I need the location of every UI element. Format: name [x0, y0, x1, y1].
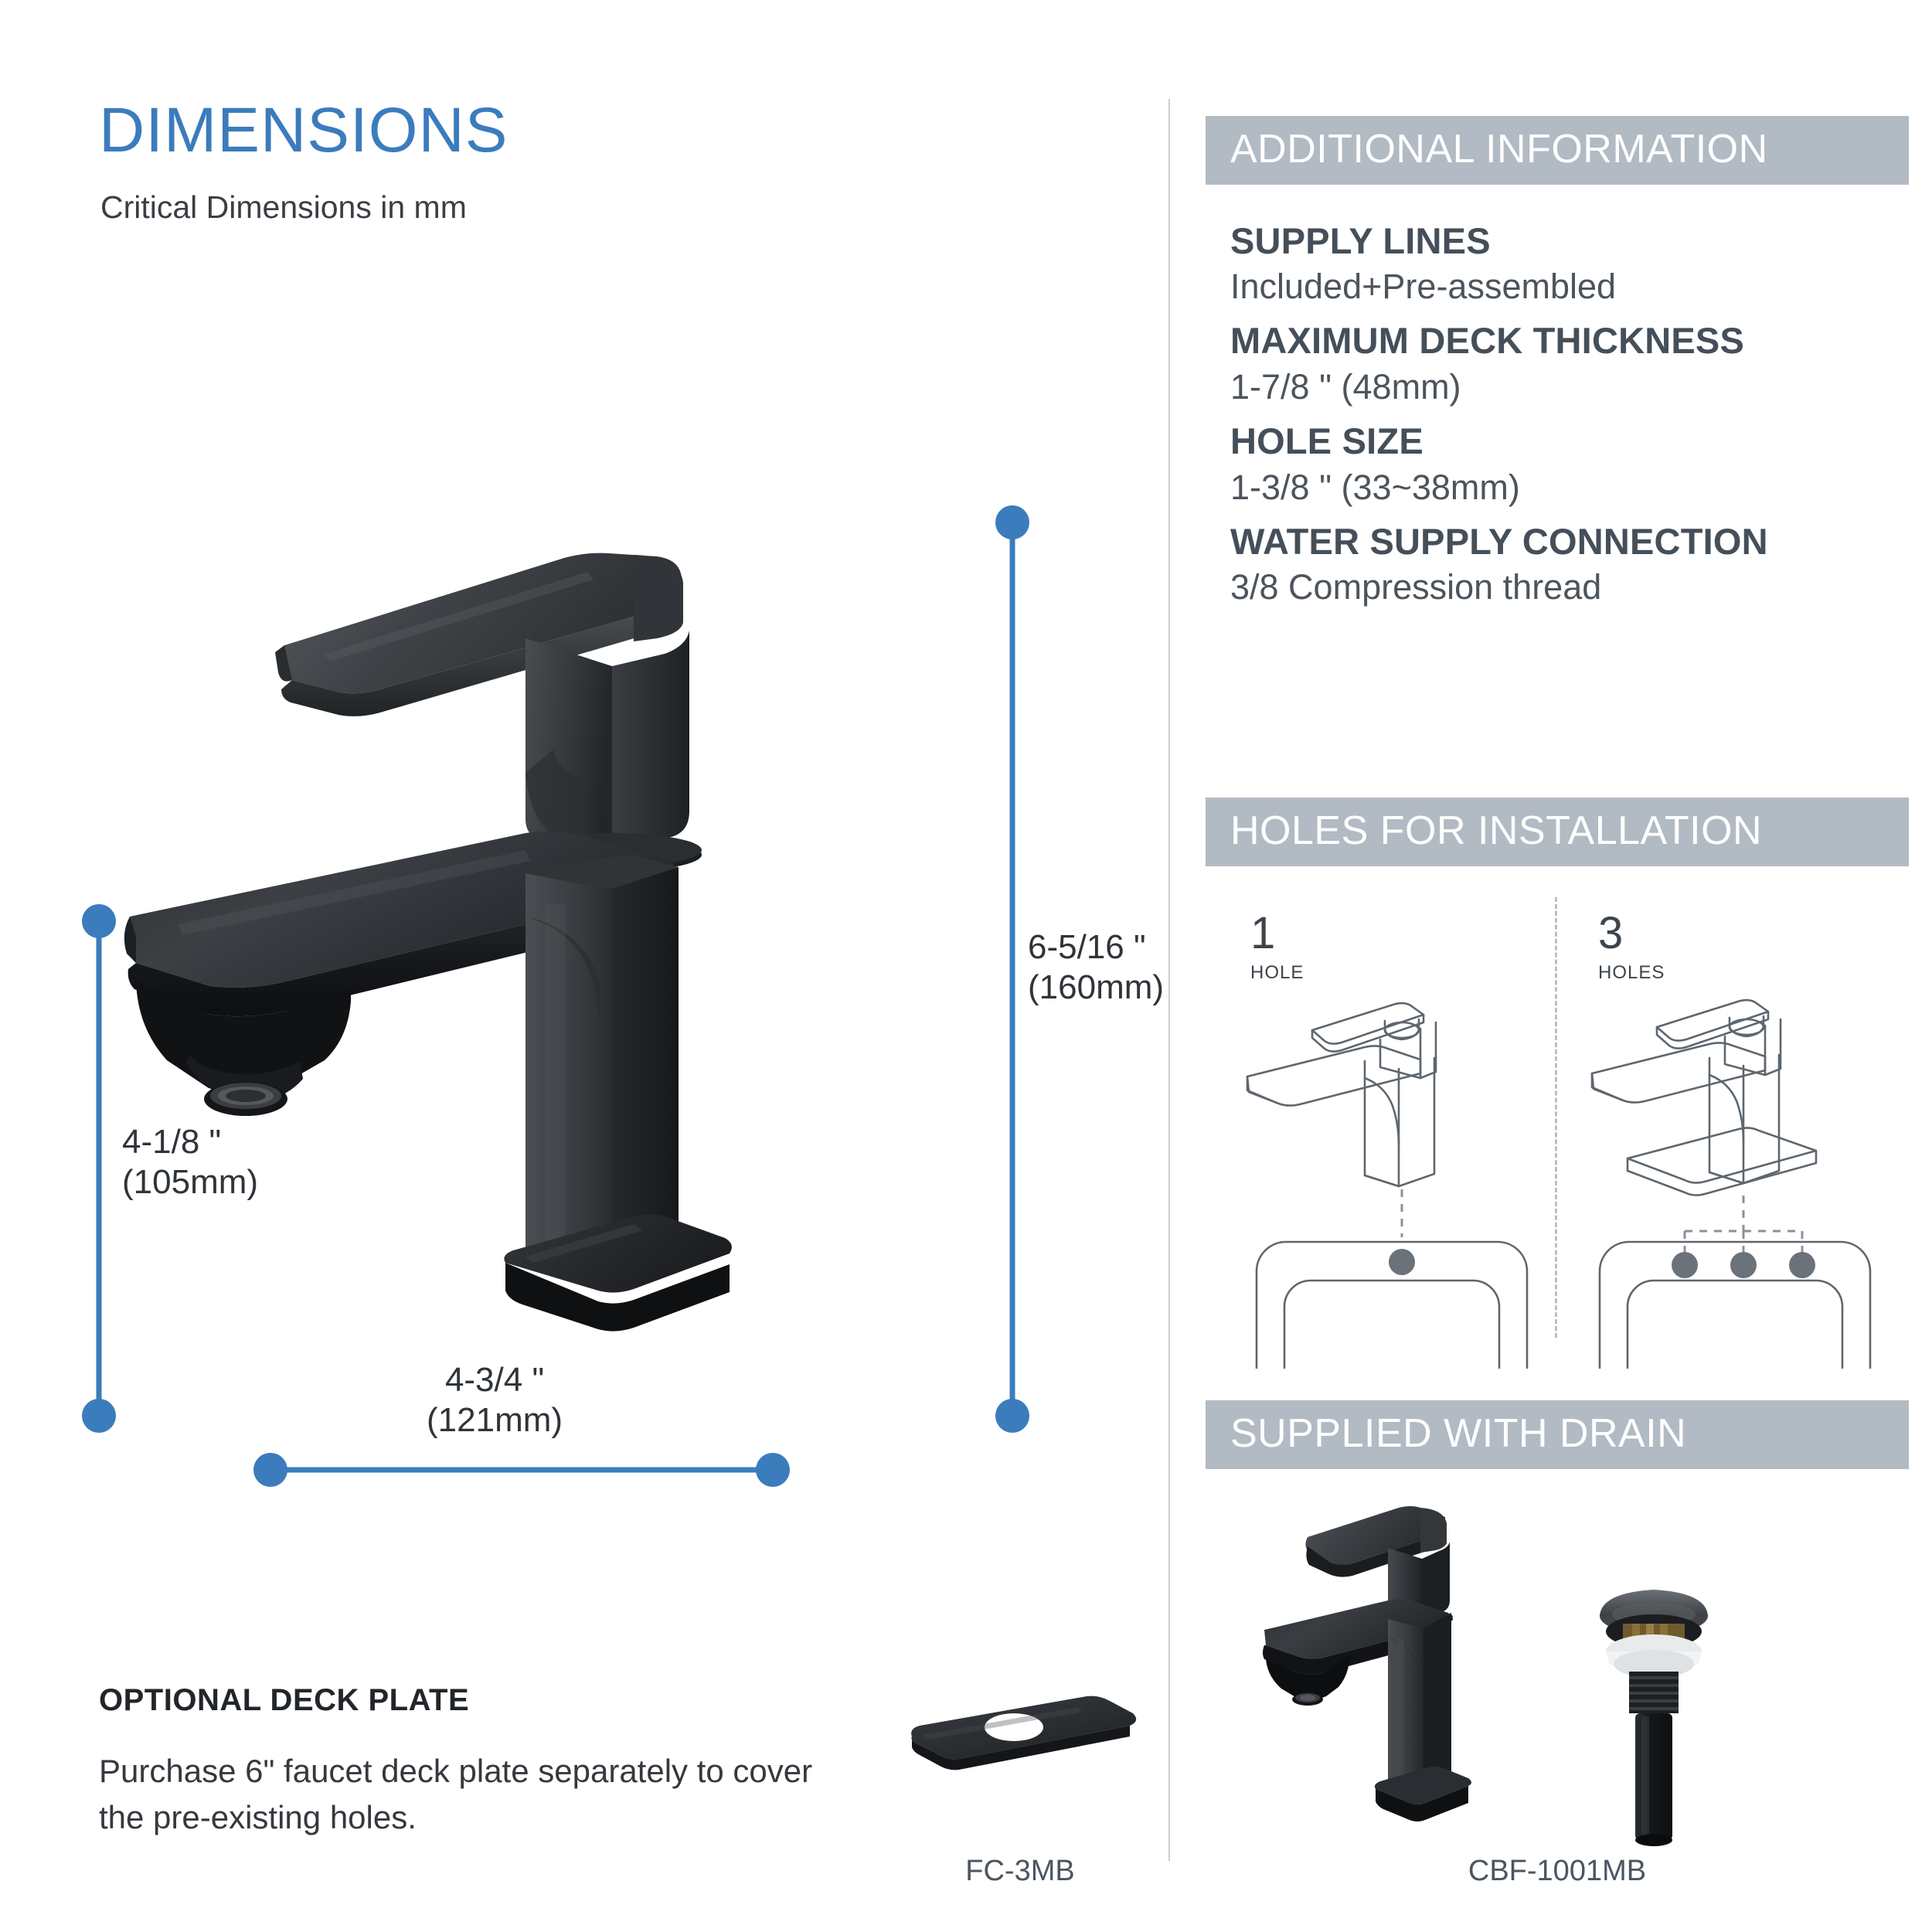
page-title: DIMENSIONS	[99, 95, 509, 165]
hole-variant-triple: 3 HOLES	[1561, 866, 1893, 1436]
hole-variant-single: 1 HOLE	[1213, 866, 1546, 1436]
optional-deck-plate-heading: OPTIONAL DECK PLATE	[99, 1683, 470, 1717]
panel-divider	[1168, 99, 1170, 1861]
faucet-base-edge	[505, 1263, 730, 1332]
holes-for-installation-banner: HOLES FOR INSTALLATION	[1206, 798, 1909, 866]
faucet-column-side	[612, 867, 679, 1286]
height-dimension-label: 6-5/16 " (160mm)	[1028, 927, 1164, 1008]
additional-information-section: ADDITIONAL INFORMATION SUPPLY LINES Incl…	[1206, 116, 1909, 607]
install-guide-lines	[1683, 1195, 1804, 1254]
drain-model-label: CBF-1001MB	[1468, 1855, 1647, 1887]
height-dimension-endpoint-top	[995, 505, 1029, 539]
additional-information-banner: ADDITIONAL INFORMATION	[1206, 116, 1909, 185]
spec-label-hole-size: HOLE SIZE	[1230, 420, 1423, 462]
faucet-base-top	[504, 1214, 732, 1293]
spec-value-hole-size: 1-3/8 " (33~38mm)	[1230, 467, 1520, 507]
single-hole-install-diagram	[1213, 982, 1546, 1436]
spec-label-water-supply-connection: WATER SUPPLY CONNECTION	[1230, 521, 1768, 563]
information-panel: ADDITIONAL INFORMATION SUPPLY LINES Incl…	[1206, 0, 1909, 1932]
spec-item-max-deck-thickness: MAXIMUM DECK THICKNESS 1-7/8 " (48mm)	[1206, 318, 1909, 410]
spec-item-supply-lines: SUPPLY LINES Included+Pre-assembled	[1206, 219, 1909, 310]
height-dimension-metric: (160mm)	[1028, 968, 1165, 1006]
deck-plate-model-label: FC-3MB	[965, 1855, 1075, 1887]
faucet-lever-edge	[281, 603, 682, 716]
spec-value-water-supply-connection: 3/8 Compression thread	[1230, 567, 1602, 607]
spec-item-water-supply-connection: WATER SUPPLY CONNECTION 3/8 Compression …	[1206, 519, 1909, 611]
reach-dimension-endpoint-bottom	[82, 1399, 116, 1433]
dimensions-panel: DIMENSIONS Critical Dimensions in mm	[82, 95, 1164, 1905]
optional-deck-plate-section: OPTIONAL DECK PLATE Purchase 6" faucet d…	[99, 1685, 872, 1840]
spec-list: SUPPLY LINES Included+Pre-assembled MAXI…	[1206, 219, 1909, 611]
optional-deck-plate-body: Purchase 6" faucet deck plate separately…	[99, 1753, 813, 1835]
spec-label-supply-lines: SUPPLY LINES	[1230, 219, 1491, 261]
drain-tailpiece	[1635, 1713, 1672, 1840]
deck-plate-hole	[985, 1713, 1043, 1741]
holes-for-installation-section: HOLES FOR INSTALLATION 1 HOLE	[1206, 798, 1909, 1436]
page-subtitle: Critical Dimensions in mm	[100, 189, 467, 225]
faucet-lever-top	[282, 553, 682, 694]
height-dimension-endpoint-bottom	[995, 1399, 1029, 1433]
mounting-hole	[1789, 1251, 1815, 1278]
supplied-with-drain-banner: SUPPLIED WITH DRAIN	[1206, 1400, 1909, 1469]
hole-count-single: 1	[1250, 907, 1276, 958]
deck-plate-outline	[1626, 1126, 1818, 1184]
hole-unit-triple: HOLES	[1598, 961, 1665, 983]
height-dimension-imperial: 6-5/16 "	[1028, 928, 1146, 966]
deck-plate-edge	[911, 1726, 1130, 1770]
spec-value-supply-lines: Included+Pre-assembled	[1230, 266, 1617, 306]
spread-dimension-metric: (121mm)	[427, 1400, 563, 1439]
spec-label-max-deck-thickness: MAXIMUM DECK THICKNESS	[1230, 320, 1745, 362]
sink-basin-outline	[1283, 1279, 1501, 1427]
faucet-product-image	[93, 487, 974, 1399]
faucet-with-drain-image	[1252, 1500, 1862, 1855]
supplied-with-drain-section: SUPPLIED WITH DRAIN	[1206, 1400, 1909, 1846]
spread-dimension-endpoint-right	[756, 1453, 790, 1487]
deck-plate-product-image	[889, 1689, 1151, 1905]
spec-item-hole-size: HOLE SIZE 1-3/8 " (33~38mm)	[1206, 419, 1909, 510]
hole-count-triple: 3	[1598, 907, 1624, 958]
mounting-hole	[1672, 1251, 1698, 1278]
triple-hole-install-diagram	[1561, 982, 1893, 1436]
hole-unit-single: HOLE	[1250, 961, 1304, 983]
spread-dimension-endpoint-left	[253, 1453, 287, 1487]
mounting-hole	[1389, 1248, 1415, 1275]
spec-value-max-deck-thickness: 1-7/8 " (48mm)	[1230, 366, 1461, 406]
holes-variant-divider	[1555, 896, 1557, 1338]
mounting-hole	[1730, 1251, 1757, 1278]
sink-basin-outline	[1626, 1279, 1844, 1427]
faucet-column-front	[526, 873, 612, 1286]
holes-figures: 1 HOLE	[1206, 866, 1909, 1436]
